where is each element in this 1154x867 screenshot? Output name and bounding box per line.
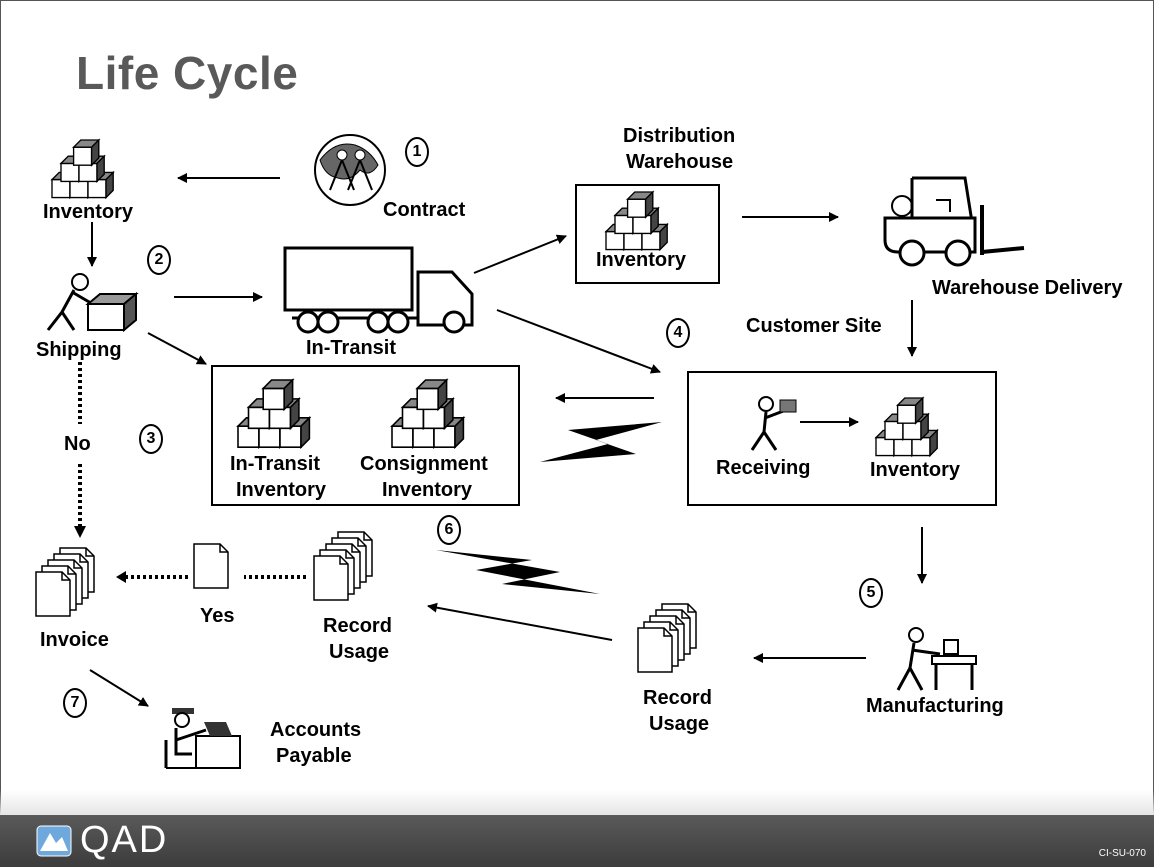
qad-logo-icon xyxy=(36,825,72,857)
slide-code: CI-SU-070 xyxy=(1098,848,1146,859)
label-record-usage-1b: Usage xyxy=(329,641,390,663)
label-consignment-inventory-1: Consignment xyxy=(360,453,488,475)
manufacturing-worker-icon xyxy=(896,627,977,691)
label-consignment-inventory-2: Inventory xyxy=(382,479,473,501)
step-number-6: 6 xyxy=(437,515,461,545)
label-manufacturing: Manufacturing xyxy=(866,695,1004,717)
step-number-1: 1 xyxy=(405,137,429,167)
label-dw-inventory: Inventory xyxy=(596,249,687,271)
customer-site-box xyxy=(687,371,997,506)
customer-transit-consignment-box xyxy=(211,365,520,506)
inventory-boxes-icon xyxy=(52,140,113,198)
step-number-3: 3 xyxy=(139,424,163,454)
footer-fade xyxy=(0,790,1154,815)
label-warehouse: Warehouse xyxy=(626,151,734,173)
receiving-worker-icon xyxy=(750,396,797,451)
label-record-usage-2b: Usage xyxy=(649,713,710,735)
distribution-warehouse-box xyxy=(575,184,720,284)
dotted-arrows xyxy=(78,362,306,579)
label-payable: Payable xyxy=(276,745,352,767)
step-number-4: 4 xyxy=(666,318,690,348)
lightning-bolt-2 xyxy=(436,550,600,594)
step-number-2: 2 xyxy=(147,245,171,275)
step-number-5: 5 xyxy=(859,578,883,608)
label-shipping: Shipping xyxy=(36,339,122,361)
yes-doc-icon xyxy=(193,543,229,589)
flow-arrows xyxy=(87,173,927,707)
label-contract: Contract xyxy=(383,199,466,221)
label-receiving: Receiving xyxy=(716,457,811,479)
globe-handshake-icon xyxy=(314,134,386,206)
label-inventory-top: Inventory xyxy=(43,201,134,223)
label-in-transit: In-Transit xyxy=(306,337,397,359)
label-record-usage-2a: Record xyxy=(643,687,712,709)
label-accounts: Accounts xyxy=(270,719,362,741)
label-warehouse-delivery: Warehouse Delivery xyxy=(932,277,1123,299)
footer-bar xyxy=(0,815,1154,867)
invoice-docs-icon xyxy=(36,548,94,616)
label-site-inventory: Inventory xyxy=(870,459,961,481)
forklift-icon xyxy=(883,176,1025,267)
truck-icon xyxy=(283,246,474,334)
label-in-transit-inventory-2: Inventory xyxy=(236,479,327,501)
label-invoice: Invoice xyxy=(40,629,109,651)
label-no: No xyxy=(64,433,91,455)
label-customer-site: Customer Site xyxy=(746,315,882,337)
label-in-transit-inventory-1: In-Transit xyxy=(230,453,321,475)
dotted-arrowheads xyxy=(74,526,126,583)
label-distribution: Distribution xyxy=(623,125,736,147)
slide-title: Life Cycle xyxy=(76,47,299,99)
lightning-bolt-1 xyxy=(540,422,662,462)
accounts-payable-clerk-icon xyxy=(164,708,241,769)
diagram-graphics xyxy=(0,134,1025,769)
record-usage-docs-icon xyxy=(314,532,372,600)
label-yes: Yes xyxy=(200,605,235,627)
record-usage-site-docs-icon xyxy=(638,604,696,672)
qad-logo-text: QAD xyxy=(80,819,169,861)
step-number-7: 7 xyxy=(63,688,87,718)
shipping-worker-icon xyxy=(46,273,139,333)
label-record-usage-1a: Record xyxy=(323,615,392,637)
